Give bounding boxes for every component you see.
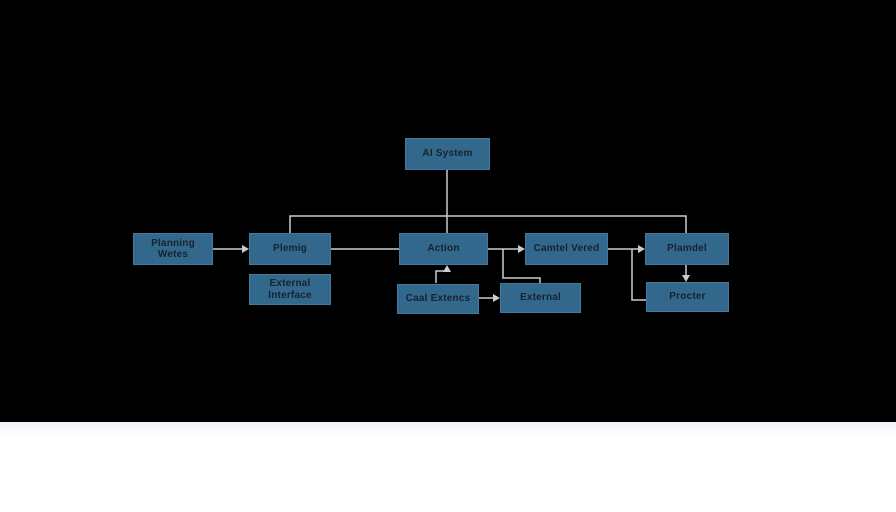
node-plamdel: Plamdel — [645, 233, 729, 265]
node-procter: Procter — [646, 282, 729, 312]
arrowhead-right-icon — [638, 245, 645, 253]
arrowhead-right-icon — [493, 294, 500, 302]
edge-arrowheads — [242, 245, 690, 302]
node-caal-extencs: Caal Extencs — [397, 284, 479, 314]
node-action: Action — [399, 233, 488, 265]
node-plemig: Plemig — [249, 233, 331, 265]
node-camtel-vered: Camtel Vered — [525, 233, 608, 265]
flowchart-stage: AI System Planning Wetes Plemig Action C… — [133, 138, 729, 314]
node-ai-system: AI System — [405, 138, 490, 170]
edge-camtel-to-procter — [631, 249, 646, 301]
footer-blank-area — [0, 422, 896, 512]
edge-action-to-external — [502, 249, 541, 283]
arrowhead-down-icon — [682, 275, 690, 282]
edge-bus — [289, 215, 687, 233]
arrowhead-right-icon — [518, 245, 525, 253]
node-external: External — [500, 283, 581, 313]
arrowhead-up-icon — [443, 265, 451, 272]
node-planning-wetes: Planning Wetes — [133, 233, 213, 265]
arrowhead-right-icon — [242, 245, 249, 253]
connector-lines — [213, 170, 690, 302]
node-external-interface: External Interface — [249, 274, 331, 305]
edge-lines — [213, 170, 687, 301]
